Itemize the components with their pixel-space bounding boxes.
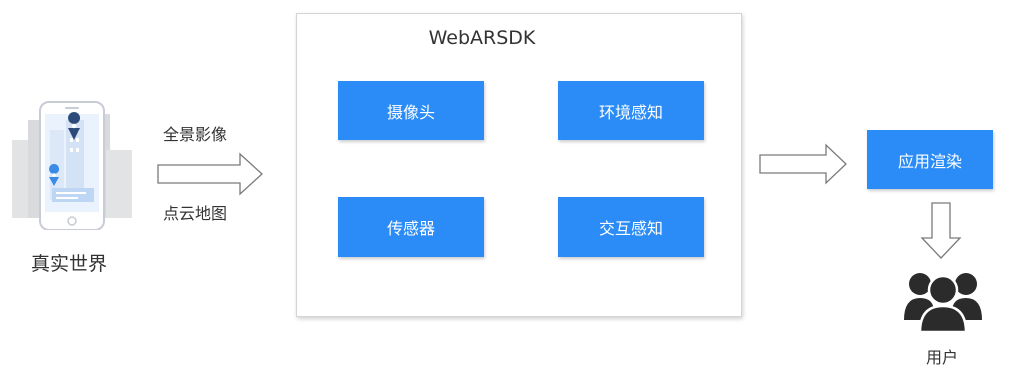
sdk-title: WebARSDK — [428, 27, 536, 49]
node-interaction: 交互感知 — [558, 197, 704, 257]
user-arrow — [920, 202, 962, 259]
users-icon-wrap — [900, 268, 986, 334]
render-arrow — [759, 143, 847, 185]
phone-city-icon — [12, 101, 132, 231]
node-render: 应用渲染 — [867, 130, 993, 189]
input-label-pointcloud: 点云地图 — [163, 204, 228, 223]
users-icon — [904, 273, 982, 334]
node-sensor-label: 传感器 — [386, 219, 435, 238]
node-render-label: 应用渲染 — [897, 151, 962, 171]
user-label: 用户 — [926, 348, 959, 367]
node-env-perception-label: 环境感知 — [598, 102, 663, 122]
real-world-label: 真实世界 — [31, 253, 108, 275]
node-sensor: 传感器 — [338, 197, 484, 257]
node-env-perception: 环境感知 — [558, 81, 704, 140]
input-label-panorama: 全景影像 — [163, 125, 228, 144]
node-camera: 摄像头 — [338, 81, 484, 140]
node-interaction-label: 交互感知 — [598, 219, 663, 238]
sdk-panel — [296, 13, 742, 317]
input-arrow — [157, 152, 263, 196]
node-camera-label: 摄像头 — [386, 102, 435, 122]
real-world-illustration — [8, 100, 138, 231]
